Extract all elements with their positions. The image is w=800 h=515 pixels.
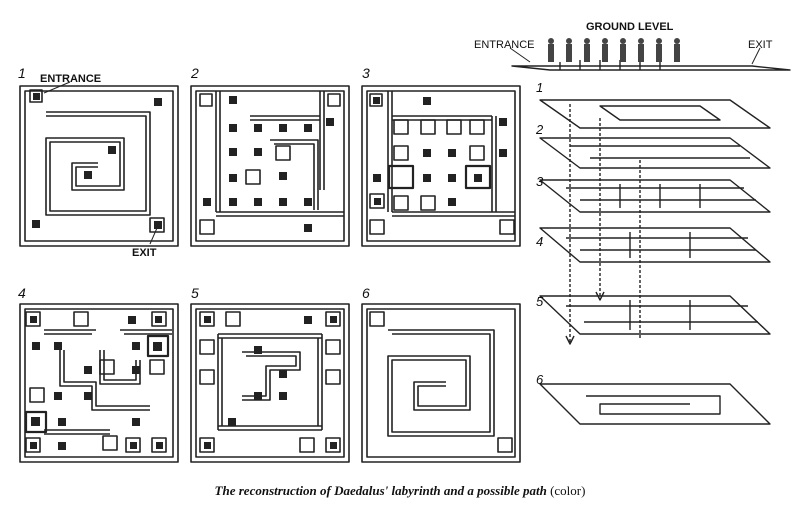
- stack-level-4-number: 4: [536, 234, 543, 249]
- caption-main: The reconstruction of Daedalus' labyrint…: [214, 483, 547, 498]
- level-3-plan: [361, 85, 521, 247]
- level-4-plan: [19, 303, 179, 463]
- stack-level-2-number: 2: [535, 122, 544, 137]
- level-2-plan: [190, 85, 350, 247]
- ground-level-label: GROUND LEVEL: [586, 21, 674, 33]
- stack-level-1-number: 1: [536, 80, 543, 95]
- level-6-plan: [361, 303, 521, 463]
- level-6-number: 6: [362, 285, 370, 301]
- stack-level-3-number: 3: [536, 174, 544, 189]
- caption: The reconstruction of Daedalus' labyrint…: [0, 483, 800, 499]
- markers: [30, 93, 507, 450]
- level-2-number: 2: [190, 65, 199, 81]
- exploded-stack: [511, 60, 791, 425]
- ground-entrance-label: ENTRANCE: [474, 39, 535, 51]
- level-1-entrance-label: ENTRANCE: [40, 73, 101, 85]
- level-1-number: 1: [18, 65, 26, 81]
- level-3-number: 3: [362, 65, 370, 81]
- level-4-number: 4: [18, 285, 26, 301]
- level-1-plan: [19, 85, 179, 247]
- stack-level-5-number: 5: [536, 294, 544, 309]
- stack-level-6-number: 6: [536, 372, 544, 387]
- ground-exit-label: EXIT: [748, 39, 773, 51]
- level-5-number: 5: [191, 285, 199, 301]
- level-1-exit-label: EXIT: [132, 247, 157, 259]
- ground-figures: [548, 38, 680, 62]
- caption-suffix: (color): [550, 483, 586, 498]
- level-5-plan: [190, 303, 350, 463]
